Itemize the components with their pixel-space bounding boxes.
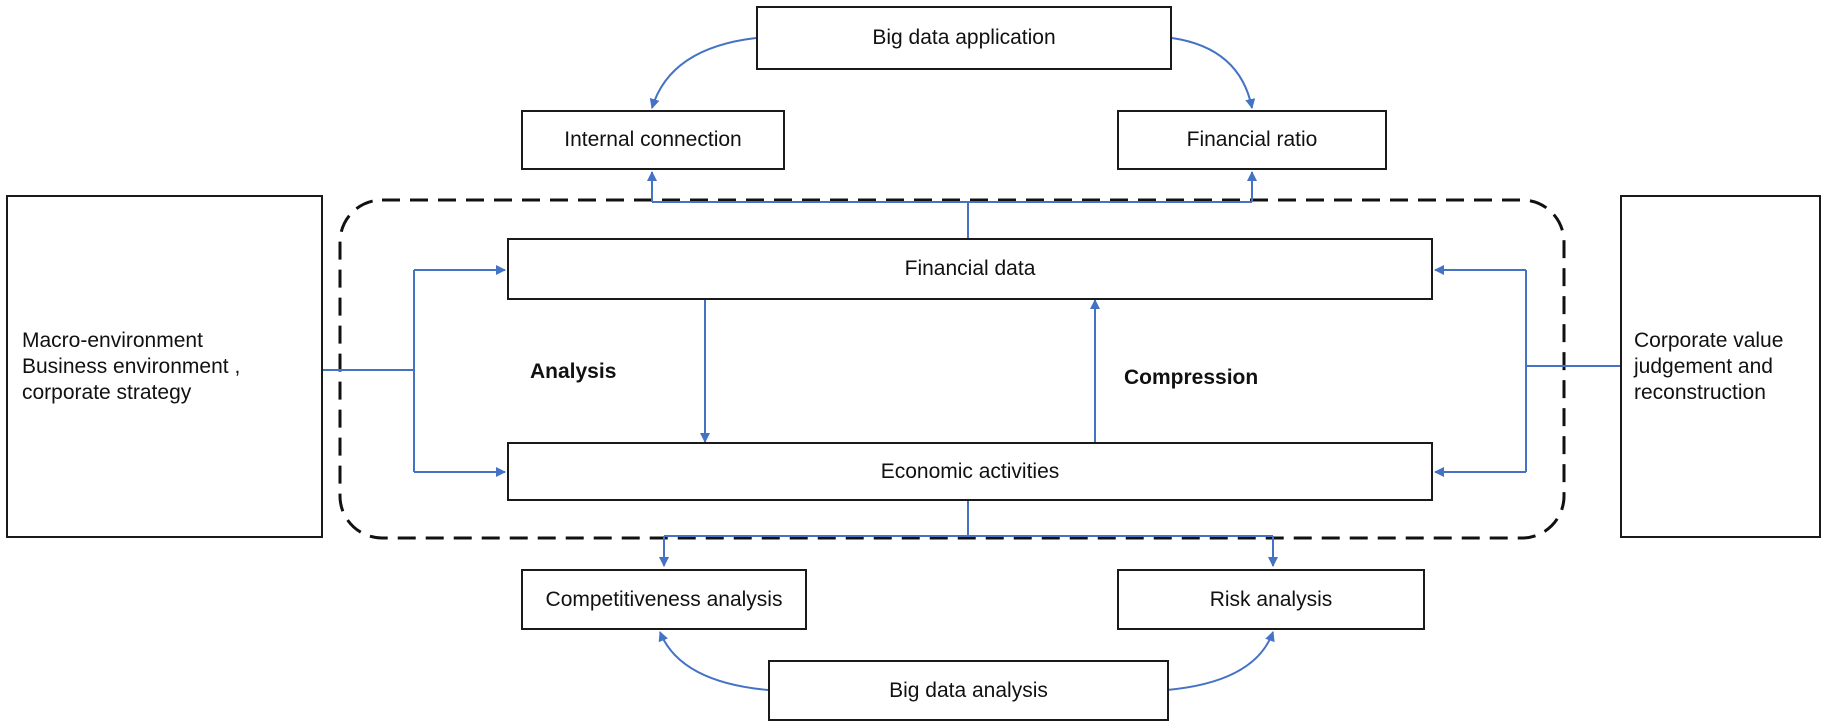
connector-bdanalysis-to-risk xyxy=(1166,631,1275,691)
corporate-line-2: judgement and xyxy=(1634,354,1773,378)
connector-bda-to-ratio xyxy=(1171,37,1256,109)
label-compression: Compression xyxy=(1124,366,1259,389)
node-economic-activities: Economic activities xyxy=(507,442,1433,501)
macro-line-2: Business environment , xyxy=(22,354,241,378)
corporate-line-1: Corporate value xyxy=(1634,328,1784,352)
node-big-data-application: Big data application xyxy=(756,6,1172,70)
macro-line-3: corporate strategy xyxy=(22,380,192,404)
node-economic-activities-label: Economic activities xyxy=(880,459,1060,483)
corporate-line-3: reconstruction xyxy=(1634,380,1766,404)
connector-bda-to-internal xyxy=(649,37,757,109)
node-financial-ratio: Financial ratio xyxy=(1117,110,1387,170)
node-internal-connection: Internal connection xyxy=(521,110,785,170)
label-analysis: Analysis xyxy=(530,360,617,383)
node-competitiveness-analysis: Competitiveness analysis xyxy=(521,569,807,630)
node-financial-ratio-label: Financial ratio xyxy=(1186,128,1318,151)
node-corporate-value: Corporate value judgement and reconstruc… xyxy=(1620,195,1821,538)
connector-bdanalysis-to-competitiveness xyxy=(658,631,769,691)
node-big-data-analysis: Big data analysis xyxy=(768,660,1169,721)
macro-line-1: Macro-environment xyxy=(22,328,203,352)
node-competitiveness-analysis-label: Competitiveness analysis xyxy=(545,587,783,611)
node-financial-data-label: Financial data xyxy=(904,257,1036,280)
node-macro-environment-text: Macro-environment Business environment ,… xyxy=(22,328,240,406)
node-corporate-value-text: Corporate value judgement and reconstruc… xyxy=(1634,328,1783,406)
node-risk-analysis-label: Risk analysis xyxy=(1209,587,1333,611)
node-risk-analysis: Risk analysis xyxy=(1117,569,1425,630)
node-big-data-analysis-label: Big data analysis xyxy=(889,678,1048,702)
node-macro-environment: Macro-environment Business environment ,… xyxy=(6,195,323,538)
node-financial-data: Financial data xyxy=(507,238,1433,300)
node-internal-connection-label: Internal connection xyxy=(564,128,742,151)
node-big-data-application-label: Big data application xyxy=(872,26,1056,49)
